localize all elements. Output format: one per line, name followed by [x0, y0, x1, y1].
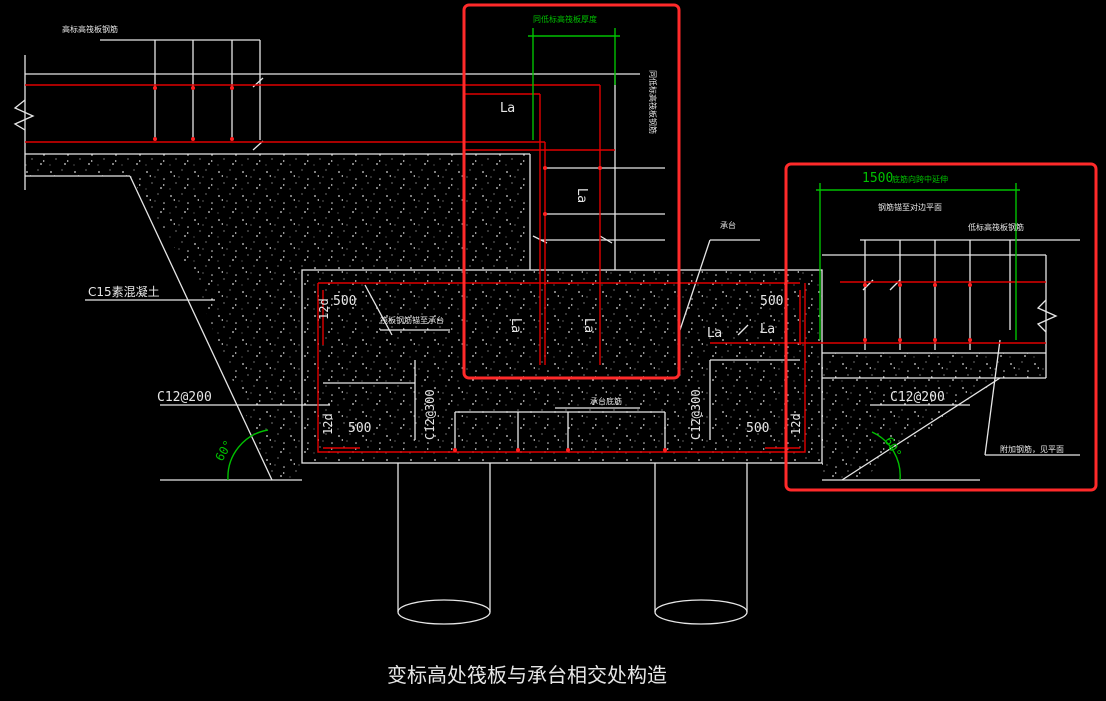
dimension-lines — [227, 28, 1020, 481]
label-c12-right: C12@200 — [890, 390, 945, 405]
structure-lines — [13, 39, 1080, 625]
label-c12-300-left: C12@300 — [423, 389, 437, 440]
label-top-left-rebar: 高标高筏板钢筋 — [62, 24, 118, 34]
label-12d-left: 12d — [317, 298, 331, 320]
label-cap-bottom-rebar: 承台底筋 — [590, 396, 622, 406]
label-low-raft-rebar-right: 低标高筏板钢筋 — [968, 222, 1024, 232]
label-12d-right-bottom: 12d — [789, 413, 803, 435]
label-60-left: 60° — [212, 438, 235, 464]
label-same-raft-thickness: 同低标高筏板厚度 — [533, 14, 597, 24]
label-la-6: La — [760, 322, 775, 337]
label-la-4: La — [581, 318, 596, 333]
label-500-right: 500 — [760, 294, 783, 309]
rebar-dots — [153, 86, 972, 452]
highlight-box-right — [784, 162, 1098, 492]
label-500-right-bottom: 500 — [746, 421, 769, 436]
label-bottom-right-note: 附加钢筋，见平面 — [1000, 444, 1064, 454]
drawing-title: 变标高处筏板与承台相交处构造 — [387, 663, 667, 687]
annotation-text: 高标高筏板钢筋 同低标高筏板厚度 同低标高筏板钢筋 La La 承台 C15素混… — [62, 14, 1064, 687]
label-c15: C15素混凝土 — [88, 284, 160, 299]
label-rebar-anchor-note: 钢筋锚至对边平面 — [878, 202, 942, 212]
rebar-lines — [25, 84, 1046, 453]
concrete-fill — [25, 154, 1046, 480]
label-500-left: 500 — [333, 294, 356, 309]
highlight-frames — [462, 3, 1098, 492]
label-1500-text: 底筋向跨中延伸 — [892, 174, 948, 184]
label-low-raft-rebar: 同低标高筏板钢筋 — [648, 70, 658, 134]
label-12d-left-bottom: 12d — [321, 413, 335, 435]
label-raft-rebar-to-cap: 筏板钢筋锚至承台 — [380, 315, 444, 325]
label-500-left-bottom: 500 — [348, 421, 371, 436]
label-c12-left: C12@200 — [157, 390, 212, 405]
label-la-5: La — [707, 326, 722, 341]
highlight-box-left — [462, 3, 681, 380]
label-la-3: La — [508, 318, 523, 333]
label-cap: 承台 — [720, 220, 736, 230]
label-la-2: La — [574, 188, 589, 203]
label-c12-300-right: C12@300 — [689, 389, 703, 440]
label-la-1: La — [500, 101, 515, 116]
label-1500: 1500 — [862, 171, 893, 186]
